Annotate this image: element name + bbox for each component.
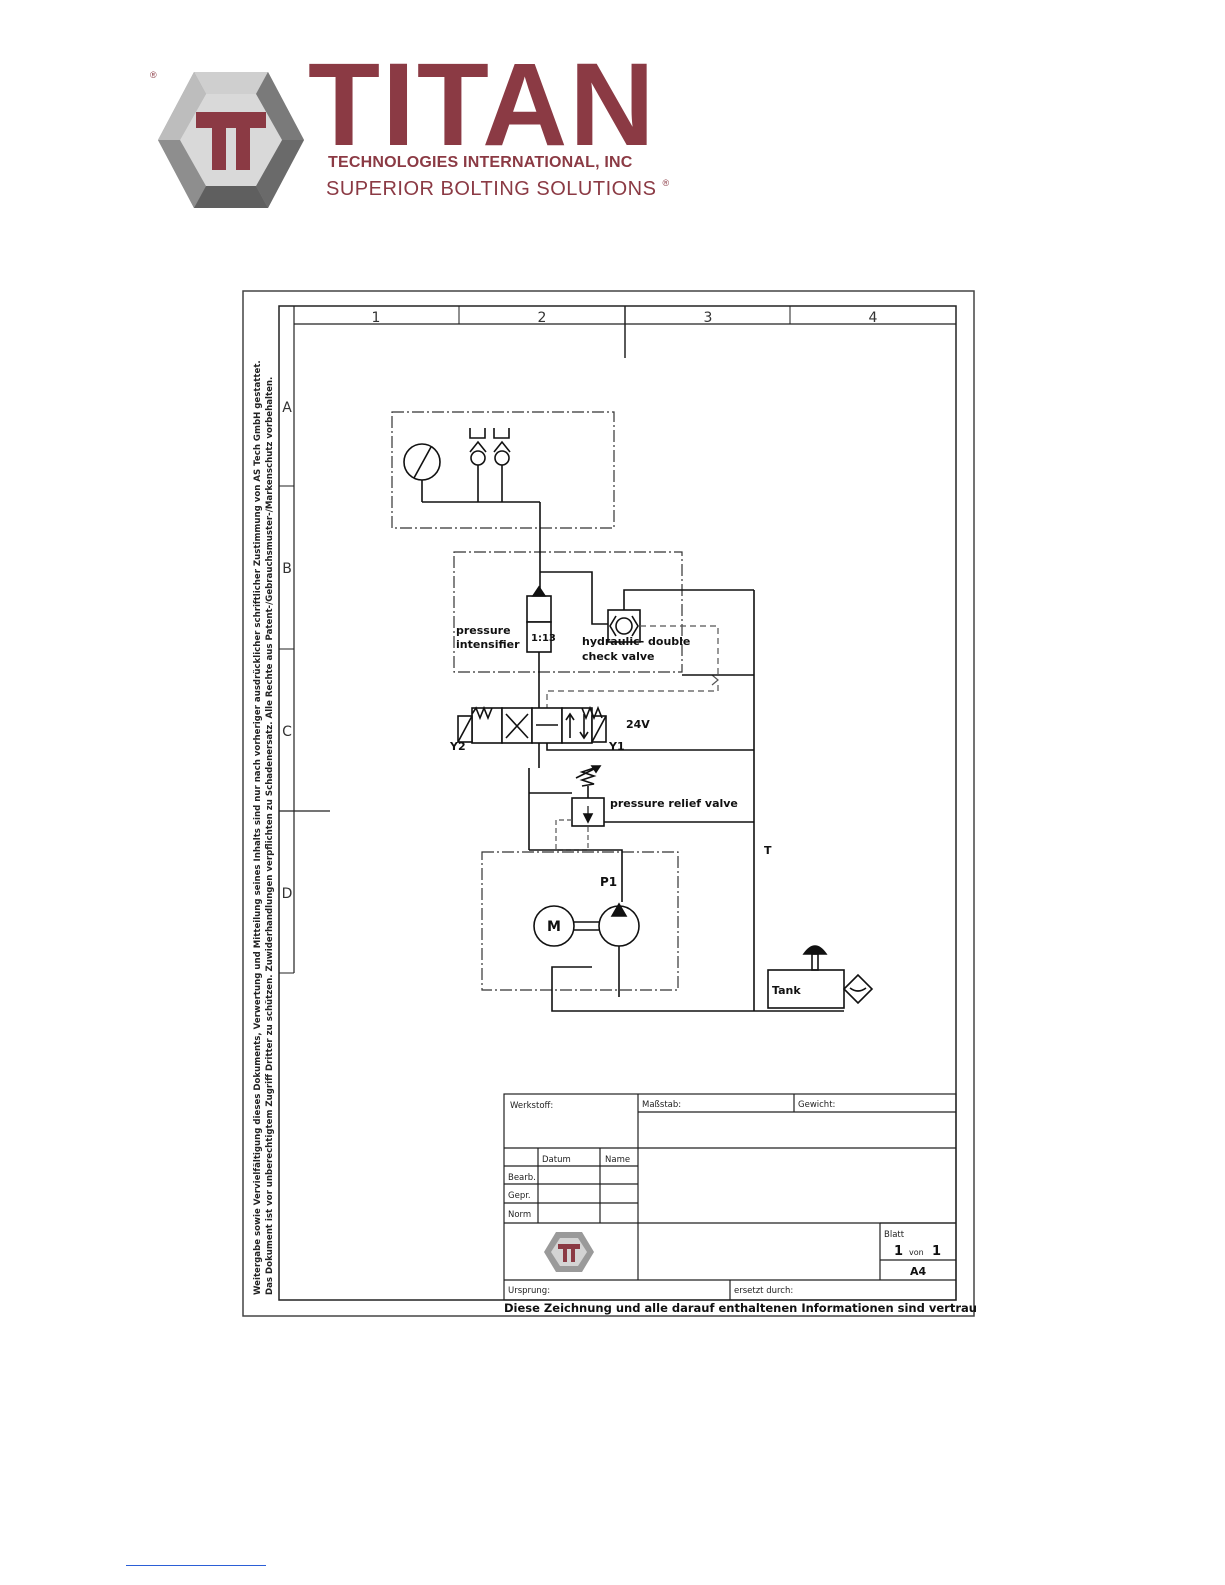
- label-solenoid-y2: Y2: [449, 740, 466, 753]
- label-relief-valve: pressure relief valve: [610, 797, 738, 810]
- tb-gewicht: Gewicht:: [798, 1100, 835, 1110]
- column-label-1: 1: [372, 310, 381, 326]
- tb-gepr: Gepr.: [508, 1191, 531, 1201]
- tb-name: Name: [605, 1155, 630, 1165]
- column-label-4: 4: [869, 310, 878, 326]
- tb-format: A4: [910, 1265, 927, 1278]
- label-check-valve-line1: hydraulic- double: [582, 635, 690, 648]
- tb-von: von: [909, 1248, 924, 1257]
- side-note-2: Das Dokument ist vor unberechtigtem Zugr…: [265, 377, 275, 1295]
- company-name: TECHNOLOGIES INTERNATIONAL, INC: [328, 154, 633, 171]
- circuit-lines: [391, 411, 874, 1012]
- label-check-valve-line2: check valve: [582, 650, 654, 663]
- tb-norm: Norm: [508, 1210, 531, 1220]
- brand-wordmark: TITAN: [308, 39, 657, 171]
- company-tagline: SUPERIOR BOLTING SOLUTIONS®: [326, 178, 670, 200]
- tb-blatt: Blatt: [884, 1230, 905, 1240]
- registered-mark: ®: [150, 70, 157, 80]
- tb-massstab: Maßstab:: [642, 1100, 681, 1110]
- row-label-b: B: [282, 561, 292, 577]
- tb-confidential: Diese Zeichnung und alle darauf enthalte…: [504, 1301, 976, 1315]
- tb-bearb: Bearb.: [508, 1173, 536, 1183]
- label-intensifier-ratio: 1:13: [531, 633, 556, 644]
- tb-datum: Datum: [542, 1155, 571, 1165]
- row-label-d: D: [282, 886, 293, 902]
- label-solenoid-y1: Y1: [608, 740, 625, 753]
- label-tank-line: T: [764, 844, 772, 857]
- tb-ursprung: Ursprung:: [508, 1286, 550, 1296]
- titan-logo: ® TITAN TECHNOLOGIES INTERNATIONAL, INC …: [150, 46, 710, 220]
- row-label-c: C: [282, 724, 292, 740]
- hexagon-nut-icon: [158, 72, 304, 208]
- label-voltage: 24V: [626, 718, 650, 731]
- hydraulic-schematic-drawing: 1 2 3 4 A B C D Weitergabe sowie Verviel…: [242, 290, 976, 1317]
- tb-werkstoff: Werkstoff:: [510, 1101, 553, 1111]
- tb-total-sheets: 1: [932, 1244, 941, 1259]
- tb-sheet-number: 1: [894, 1244, 903, 1259]
- label-motor: M: [547, 919, 561, 935]
- column-label-2: 2: [538, 310, 547, 326]
- row-label-a: A: [282, 400, 292, 416]
- label-tank: Tank: [772, 984, 801, 997]
- outer-border: [242, 290, 975, 1317]
- label-pressure-intensifier-line2: intensifier: [456, 638, 520, 651]
- column-label-3: 3: [704, 310, 713, 326]
- label-pump: P1: [600, 875, 617, 889]
- label-pressure-intensifier-line1: pressure: [456, 624, 511, 637]
- title-block-grid: [503, 1093, 957, 1301]
- title-block-logo-icon: [544, 1232, 594, 1272]
- footer-link-underline: [126, 1565, 266, 1566]
- tb-ersetzt: ersetzt durch:: [734, 1286, 793, 1296]
- side-note-1: Weitergabe sowie Vervielfältigung dieses…: [253, 360, 263, 1295]
